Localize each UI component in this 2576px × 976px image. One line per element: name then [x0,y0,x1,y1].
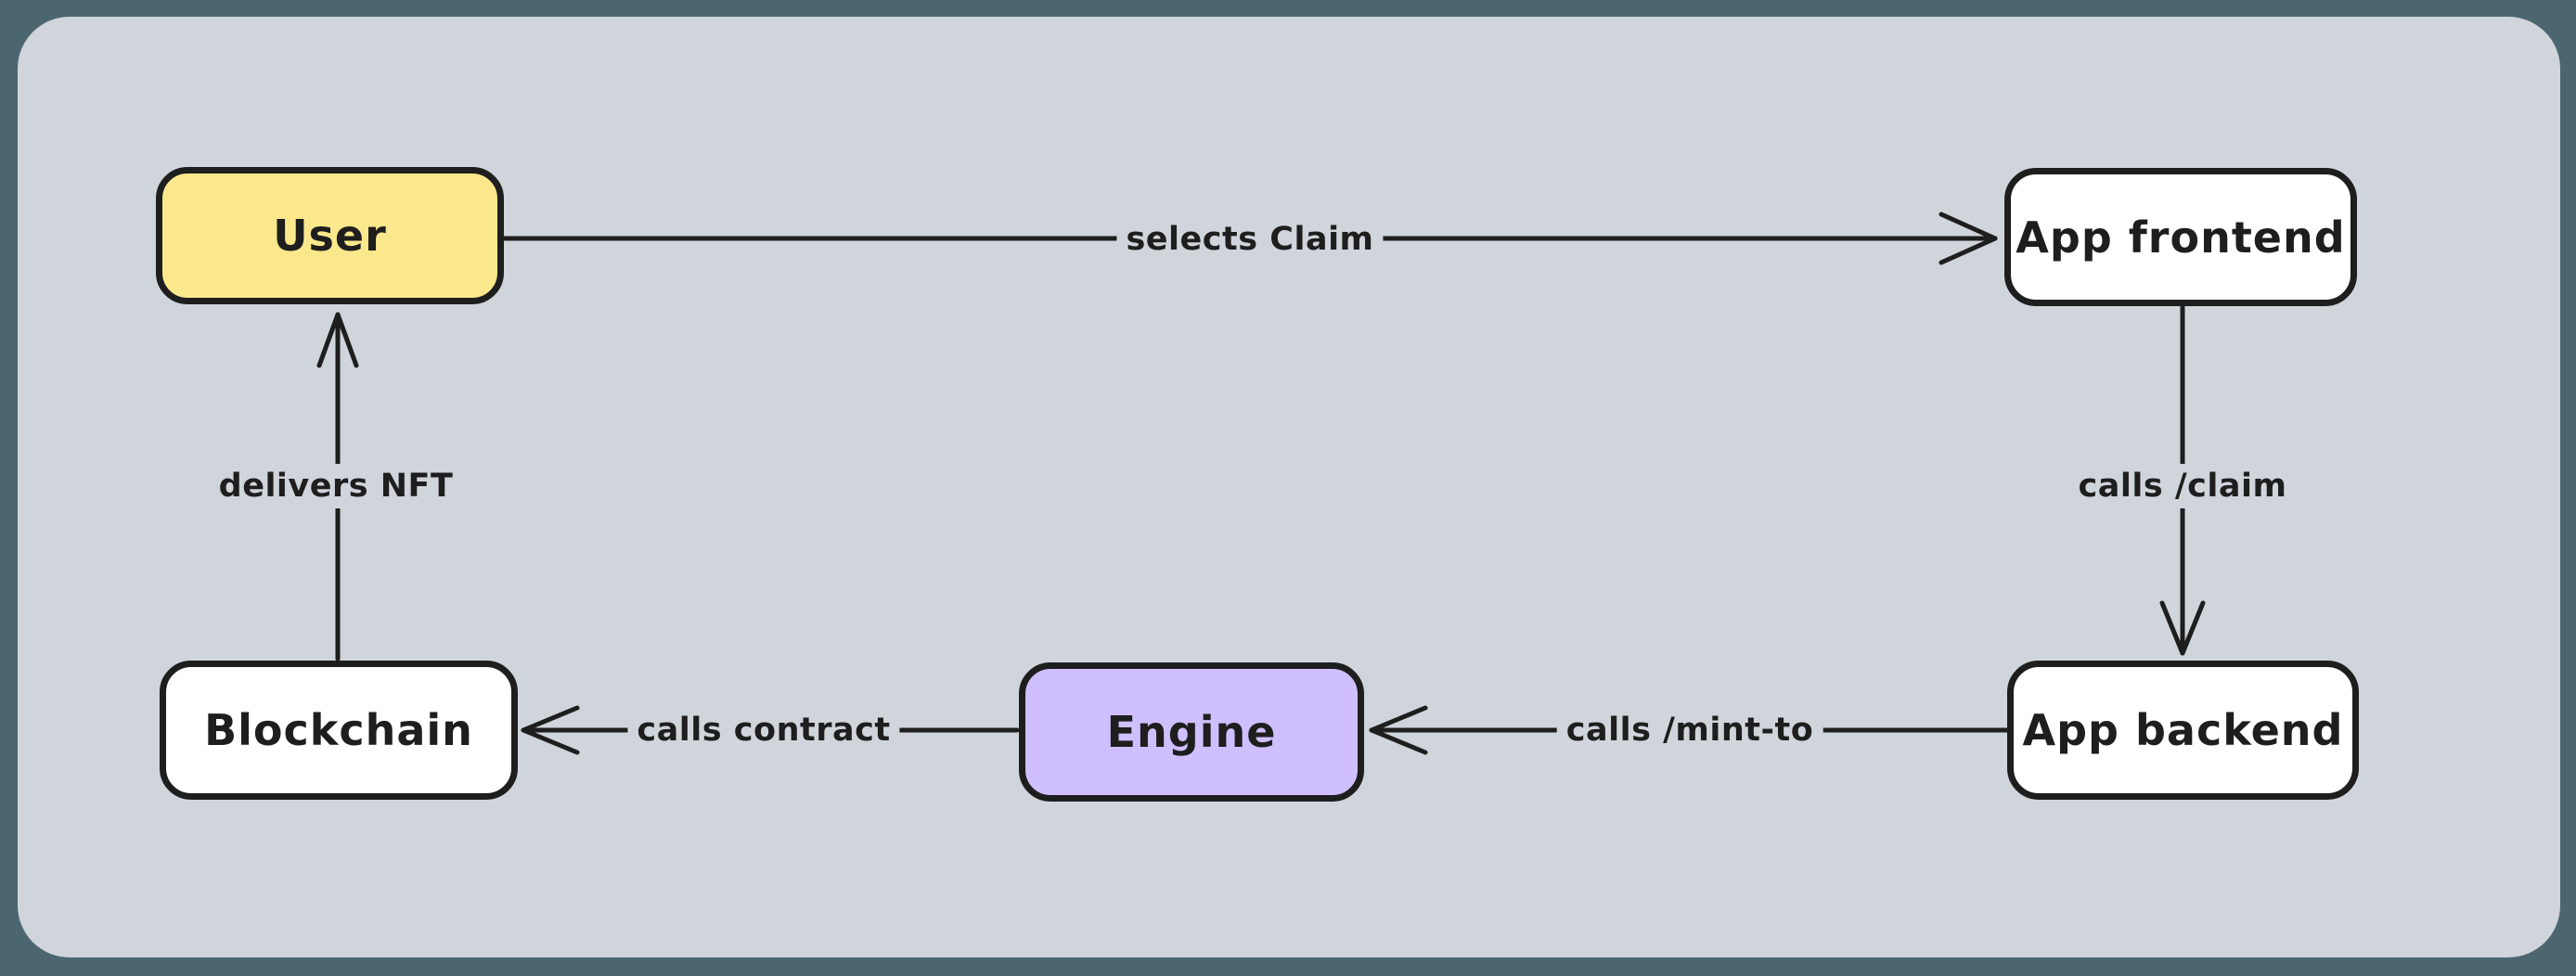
arrowhead-up-icon [316,312,359,368]
node-user[interactable]: User [156,167,504,304]
node-engine-label: Engine [1106,707,1277,757]
edge-label-delivers-nft[interactable]: delivers NFT [209,464,463,508]
arrowhead-left-icon [521,705,580,755]
node-blockchain-label: Blockchain [204,705,473,755]
node-app-frontend-label: App frontend [2016,212,2346,263]
node-engine[interactable]: Engine [1019,662,1364,802]
node-app-backend-label: App backend [2022,705,2344,755]
arrowhead-down-icon [2159,600,2206,656]
node-app-frontend[interactable]: App frontend [2004,168,2357,306]
edge-label-calls-mint-to[interactable]: calls /mint-to [1556,708,1823,752]
node-blockchain[interactable]: Blockchain [160,661,518,800]
node-app-backend[interactable]: App backend [2007,661,2359,800]
edge-label-selects-claim[interactable]: selects Claim [1116,217,1384,262]
edge-label-calls-claim[interactable]: calls /claim [2068,464,2297,508]
arrowhead-right-icon [1938,212,1998,265]
arrowhead-left-icon [1369,705,1428,755]
edge-label-calls-contract[interactable]: calls contract [627,708,900,752]
node-user-label: User [273,211,387,261]
